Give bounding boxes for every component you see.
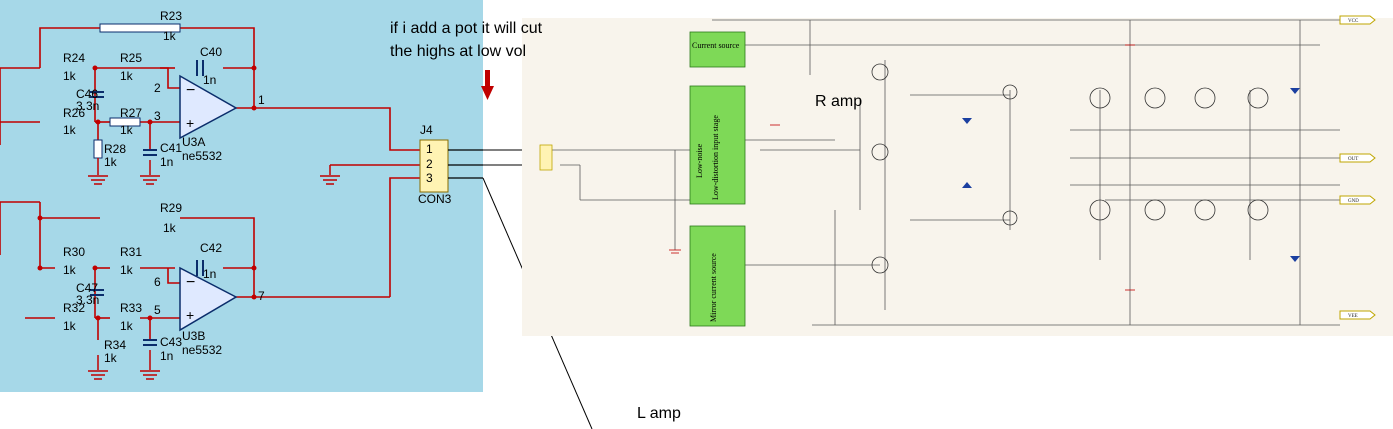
block-mirror-current-source — [689, 225, 746, 327]
label-r24: R24 — [63, 51, 85, 65]
amp-wiring — [540, 19, 1340, 326]
top-channel-wires — [0, 27, 420, 151]
label-r26: R26 — [63, 106, 85, 120]
label-pin1: 1 — [258, 93, 265, 107]
label-r33: R33 — [120, 301, 142, 315]
label-c40-val: 1n — [203, 73, 216, 87]
annotation-pot-note-line2: the highs at low vol — [390, 43, 526, 60]
label-j4-pin1: 1 — [426, 142, 433, 156]
label-j4-pin2: 2 — [426, 157, 433, 171]
label-pin5: 5 — [154, 303, 161, 317]
label-r28: R28 — [104, 142, 126, 156]
label-j4-pin3: 3 — [426, 171, 433, 185]
label-pin2: 2 — [154, 81, 161, 95]
label-r33-val: 1k — [120, 319, 134, 333]
svg-text:+: + — [186, 115, 194, 131]
label-j4: J4 — [420, 123, 433, 137]
label-c41-val: 1n — [160, 155, 173, 169]
label-r31: R31 — [120, 245, 142, 259]
amp-grounds — [669, 44, 1135, 291]
label-r32: R32 — [63, 301, 85, 315]
label-con3: CON3 — [418, 192, 452, 206]
block-current-source — [689, 31, 746, 68]
label-r34-val: 1k — [104, 351, 118, 365]
rail-labels: VCC OUT GND VEE — [1339, 15, 1376, 320]
connector-j4 — [419, 139, 483, 193]
label-c43-val: 1n — [160, 349, 173, 363]
label-u3a: U3A — [182, 135, 205, 149]
capacitors — [90, 60, 204, 346]
label-r24-val: 1k — [63, 69, 77, 83]
label-r30: R30 — [63, 245, 85, 259]
annotation-l-amp: L amp — [637, 405, 681, 422]
block-input-stage-label-2: Low-distortion input stage — [711, 115, 720, 200]
block-mirror-label: Mirror current source — [709, 253, 718, 322]
label-r31-val: 1k — [120, 263, 134, 277]
diodes — [962, 88, 1300, 262]
label-r30-val: 1k — [63, 263, 77, 277]
label-c42: C42 — [200, 241, 222, 255]
label-pin7: 7 — [258, 289, 265, 303]
junction-dots — [37, 65, 257, 321]
label-u3b-part: ne5532 — [182, 343, 222, 357]
svg-text:+: + — [186, 307, 194, 323]
opamp-u3a: − + — [179, 74, 238, 140]
down-arrow-icon — [481, 70, 494, 100]
label-r29-val: 1k — [163, 221, 177, 235]
label-c47: C47 — [76, 281, 98, 295]
block-input-stage — [689, 85, 746, 205]
label-c46: C46 — [76, 87, 98, 101]
label-r25-val: 1k — [120, 69, 134, 83]
label-c47-val: 3.3n — [76, 293, 99, 307]
preamp-background — [0, 0, 483, 392]
rail-vee: VEE — [1348, 314, 1358, 319]
preamp-panel: − + − + — [0, 0, 483, 392]
label-u3a-part: ne5532 — [182, 149, 222, 163]
label-r26-val: 1k — [63, 123, 77, 137]
label-c42-val: 1n — [203, 267, 216, 281]
label-pin6: 6 — [154, 275, 161, 289]
label-c40: C40 — [200, 45, 222, 59]
bottom-channel-wires — [0, 164, 420, 340]
rail-gnd: GND — [1348, 199, 1359, 204]
label-r23: R23 — [160, 9, 182, 23]
annotation-r-amp: R amp — [815, 93, 862, 110]
label-r28-val: 1k — [104, 155, 118, 169]
svg-text:−: − — [186, 82, 195, 99]
svg-text:−: − — [186, 274, 195, 291]
annotations: if i add a pot it will cut the highs at … — [390, 20, 862, 422]
label-r23-val: 1k — [163, 29, 177, 43]
amp-blocks: Current source Low-noise Low-distortion … — [689, 31, 746, 327]
label-r32-val: 1k — [63, 319, 77, 333]
label-r27-val: 1k — [120, 123, 134, 137]
label-c43: C43 — [160, 335, 182, 349]
opamp-u3b: − + — [179, 266, 238, 332]
preamp-labels: R23 1k R24 1k R25 1k C40 1n C46 3.3n R26… — [63, 9, 452, 365]
annotation-pot-note-line1: if i add a pot it will cut — [390, 20, 543, 37]
power-amp-panel: Current source Low-noise Low-distortion … — [522, 15, 1393, 336]
label-c46-val: 3.3n — [76, 99, 99, 113]
label-pin3: 3 — [154, 109, 161, 123]
ground-symbols — [88, 158, 340, 380]
label-r25: R25 — [120, 51, 142, 65]
label-c41: C41 — [160, 141, 182, 155]
block-current-source-label: Current source — [692, 41, 740, 50]
label-r29: R29 — [160, 201, 182, 215]
rail-vcc: VCC — [1348, 19, 1359, 24]
transistors — [871, 63, 1269, 274]
label-r27: R27 — [120, 106, 142, 120]
rail-out: OUT — [1348, 157, 1358, 162]
amp-background — [522, 18, 1393, 336]
amp-input-connector — [539, 144, 553, 171]
label-r34: R34 — [104, 338, 126, 352]
top-resistors — [93, 23, 181, 159]
label-u3b: U3B — [182, 329, 205, 343]
block-input-stage-label-1: Low-noise — [695, 143, 704, 178]
